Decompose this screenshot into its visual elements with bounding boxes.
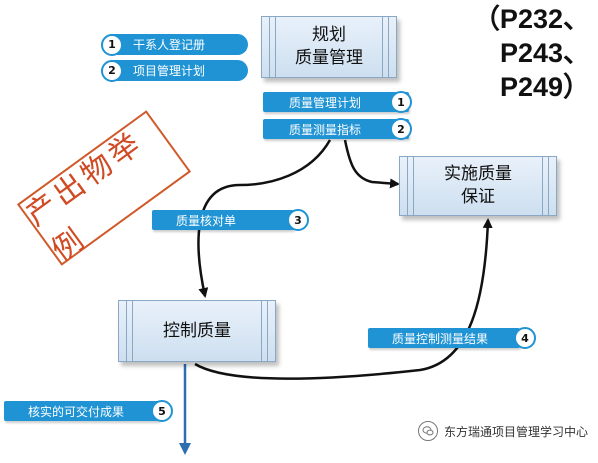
- process-box-quality-assurance: 实施质量 保证: [399, 156, 557, 216]
- plan-output-2: 质量测量指标: [263, 119, 409, 139]
- process-label-quality-assurance: 实施质量 保证: [444, 164, 512, 207]
- badge-plan-input-2: 2: [101, 59, 123, 82]
- badge-plan-output-1: 1: [390, 91, 412, 113]
- control-measure-pill: 质量控制测量结果: [368, 328, 520, 348]
- badge-plan-input-1: 1: [101, 33, 123, 56]
- arrow-plan-to-assure: [343, 139, 400, 189]
- page-references: （P232、 P243、 P249）: [472, 4, 590, 102]
- watermark: 东方瑞通项目管理学习中心: [417, 421, 588, 441]
- checklist-label-pill: 质量核对单: [152, 210, 294, 230]
- arrow-control-to-assure: [194, 218, 493, 380]
- badge-control-measure: 4: [514, 327, 536, 349]
- process-box-plan-quality: 规划 质量管理: [261, 16, 397, 78]
- badge-verified-deliverables: 5: [151, 400, 173, 422]
- wechat-icon: [417, 421, 438, 441]
- plan-input-2: 2 项目管理计划: [101, 59, 248, 82]
- plan-input-1: 1 干系人登记册: [101, 33, 248, 56]
- badge-plan-output-2: 2: [390, 118, 412, 140]
- verified-deliverables-pill: 核实的可交付成果: [4, 401, 160, 421]
- badge-checklist: 3: [287, 209, 309, 231]
- process-label-control-quality: 控制质量: [163, 320, 231, 341]
- verified-deliverables-label: 核实的可交付成果: [28, 404, 125, 419]
- plan-output-1: 质量管理计划: [263, 92, 409, 112]
- plan-output-1-label: 质量管理计划: [289, 95, 362, 110]
- process-label-plan-quality: 规划 质量管理: [295, 25, 363, 68]
- checklist-label: 质量核对单: [176, 213, 237, 228]
- plan-output-2-label: 质量测量指标: [289, 122, 362, 137]
- watermark-text: 东方瑞通项目管理学习中心: [443, 424, 588, 439]
- plan-input-1-label: 干系人登记册: [133, 38, 206, 52]
- process-box-control-quality: 控制质量: [118, 300, 276, 362]
- control-measure-label: 质量控制测量结果: [392, 331, 489, 346]
- arrow-plan-to-control: [197, 139, 332, 298]
- wechat-glyph: [422, 426, 434, 436]
- plan-input-2-label: 项目管理计划: [133, 64, 206, 78]
